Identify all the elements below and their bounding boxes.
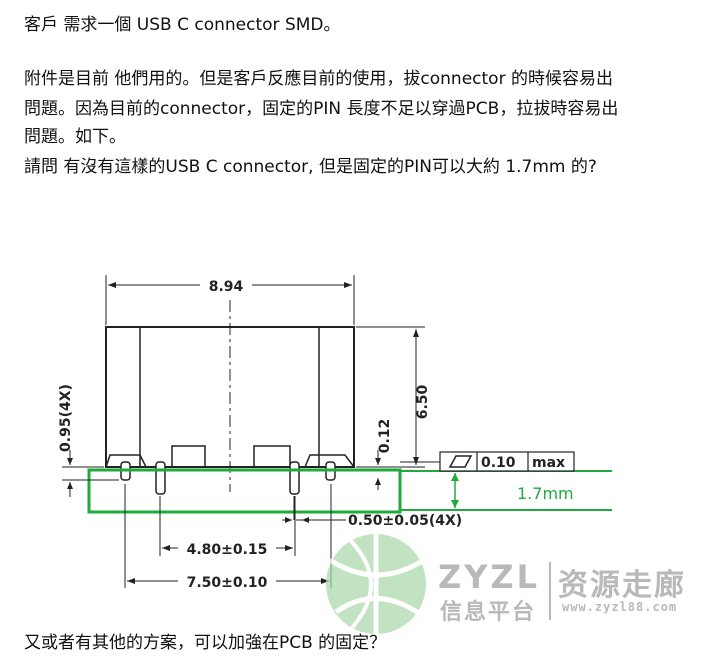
watermark-ball-icon [326, 534, 426, 634]
height-dim-label: 6.50 [415, 384, 431, 419]
pin-3 [289, 461, 300, 495]
pin-2 [155, 461, 166, 495]
question-line: 請問 有沒有這樣的USB C connector, 但是固定的PIN可以大約 1… [24, 157, 597, 177]
side-dim-label: 0.95(4X) [58, 384, 74, 452]
flatness-max: max [532, 455, 565, 471]
flatness-icon [448, 455, 473, 468]
inner-spacing-label: 4.80±0.15 [187, 542, 268, 558]
foot-center-left [171, 445, 206, 467]
closing-question: 又或者有其他的方案，可以加強在PCB 的固定？ [24, 633, 387, 653]
paragraph-line-2: 問題。因為目前的connector，固定的PIN 長度不足以穿過PCB，拉拔時容… [24, 99, 619, 119]
watermark-sub: 信息平台 [440, 600, 537, 625]
foot-center-right [253, 445, 291, 467]
pcb-thickness-label: 1.7mm [517, 484, 574, 503]
paragraph-line-1: 附件是目前 他們用的。但是客戶反應目前的使用，拔connector 的時候容易出 [24, 69, 613, 89]
small-dim-label: 0.12 [377, 419, 393, 454]
watermark-title: 资源走廊 [558, 568, 686, 603]
watermark-url: www.zyzl88.com [562, 600, 678, 614]
foot-right [304, 454, 355, 468]
paragraph-line-3: 問題。如下。 [24, 127, 126, 147]
pin-width-label: 0.50±0.05(4X) [348, 513, 462, 529]
intro-line: 客戶 需求一個 USB C connector SMD。 [24, 15, 341, 35]
watermark-brand: ZYZL [438, 558, 540, 596]
foot-left [105, 454, 147, 468]
width-dim-label: 8.94 [209, 279, 244, 295]
pcb-outline [87, 468, 402, 514]
outer-spacing-label: 7.50±0.10 [187, 575, 268, 591]
flatness-frame [439, 451, 575, 472]
flatness-value: 0.10 [481, 455, 516, 471]
watermark-divider [549, 562, 551, 620]
